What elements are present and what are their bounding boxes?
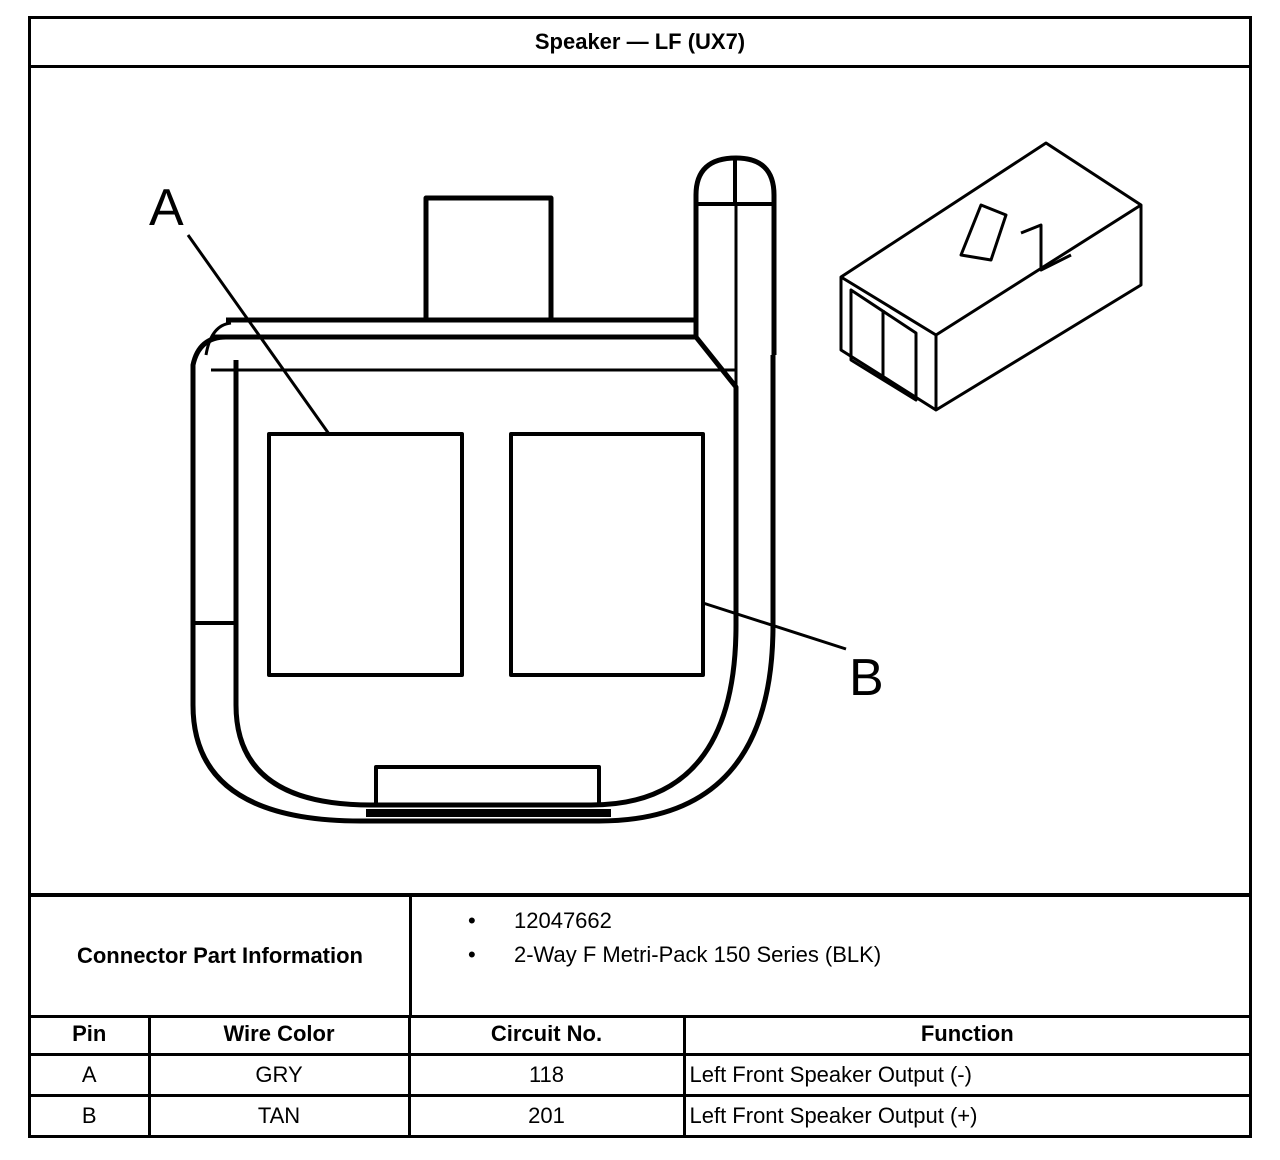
pin-table-header: Pin Wire Color Circuit No. Function — [31, 1015, 1249, 1056]
connector-part-info-list: • 12047662 • 2-Way F Metri-Pack 150 Seri… — [412, 904, 881, 972]
sheet-title: Speaker — LF (UX7) — [31, 19, 1249, 68]
cell-pin: B — [31, 1095, 151, 1135]
cell-wire-color: TAN — [149, 1095, 411, 1135]
pin-label-a: A — [149, 179, 184, 237]
leader-line-a — [186, 234, 331, 435]
pin-label-b: B — [849, 649, 884, 707]
connector-body-inner — [211, 334, 739, 808]
connector-latch — [693, 155, 777, 355]
cell-function: Left Front Speaker Output (-) — [684, 1054, 1249, 1097]
table-row: B TAN 201 Left Front Speaker Output (+) — [31, 1095, 1249, 1135]
connector-part-info-label: Connector Part Information — [31, 896, 412, 1015]
cavity-a — [267, 432, 464, 677]
cell-circuit-no: 201 — [409, 1095, 686, 1135]
connector-part-info: Connector Part Information • 12047662 • … — [31, 896, 1249, 1018]
pin-table: Pin Wire Color Circuit No. Function A GR… — [31, 1015, 1249, 1135]
connector-corner-detail — [204, 321, 232, 356]
part-description: 2-Way F Metri-Pack 150 Series (BLK) — [514, 942, 882, 967]
connector-bottom-key — [374, 765, 601, 805]
part-number: 12047662 — [514, 908, 612, 933]
leader-line-b — [702, 601, 847, 651]
table-row: A GRY 118 Left Front Speaker Output (-) — [31, 1054, 1249, 1097]
bullet-icon: • — [468, 942, 476, 967]
header-circuit-no: Circuit No. — [409, 1015, 686, 1056]
part-info-item: • 2-Way F Metri-Pack 150 Series (BLK) — [412, 938, 881, 972]
connector-diagram: A B — [31, 65, 1249, 897]
cell-function: Left Front Speaker Output (+) — [689, 1103, 978, 1128]
bullet-icon: • — [468, 908, 476, 933]
connector-face-drawing: A B — [149, 141, 1143, 824]
cell-circuit-no: 118 — [409, 1054, 686, 1097]
header-wire-color: Wire Color — [149, 1015, 411, 1056]
header-pin: Pin — [31, 1015, 151, 1056]
connector-isometric-view — [839, 141, 1143, 412]
cell-pin: A — [31, 1054, 151, 1097]
connector-top-tab — [423, 195, 554, 320]
header-function: Function — [684, 1015, 1249, 1056]
part-info-item: • 12047662 — [412, 904, 881, 938]
connector-body-outline — [190, 334, 776, 824]
cell-wire-color: GRY — [149, 1054, 411, 1097]
connector-sheet: Speaker — LF (UX7) — [28, 16, 1252, 1138]
cavity-b — [509, 432, 705, 677]
